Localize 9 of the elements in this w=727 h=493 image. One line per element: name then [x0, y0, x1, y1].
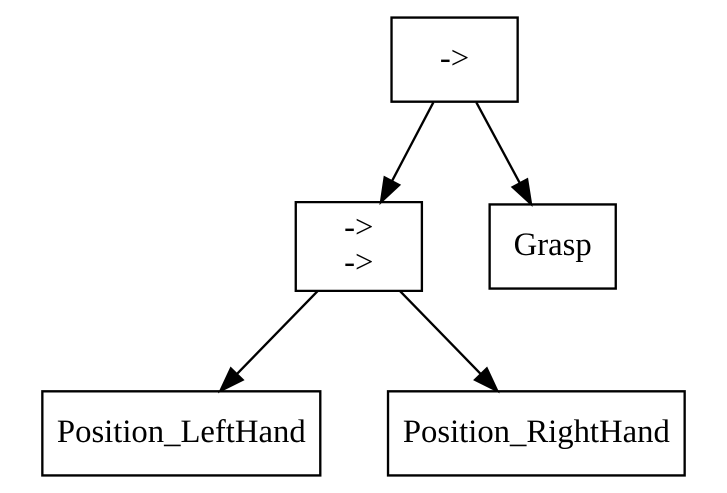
node-box: -> ->	[294, 200, 424, 292]
node-box: Grasp	[488, 203, 617, 290]
node-box: ->	[390, 16, 519, 103]
arrow	[218, 290, 318, 394]
node-box: Position_RightHand	[386, 390, 686, 477]
arrow	[379, 102, 434, 206]
arrow	[475, 102, 533, 207]
arrow	[399, 290, 500, 394]
node-box: Position_LeftHand	[41, 390, 322, 477]
